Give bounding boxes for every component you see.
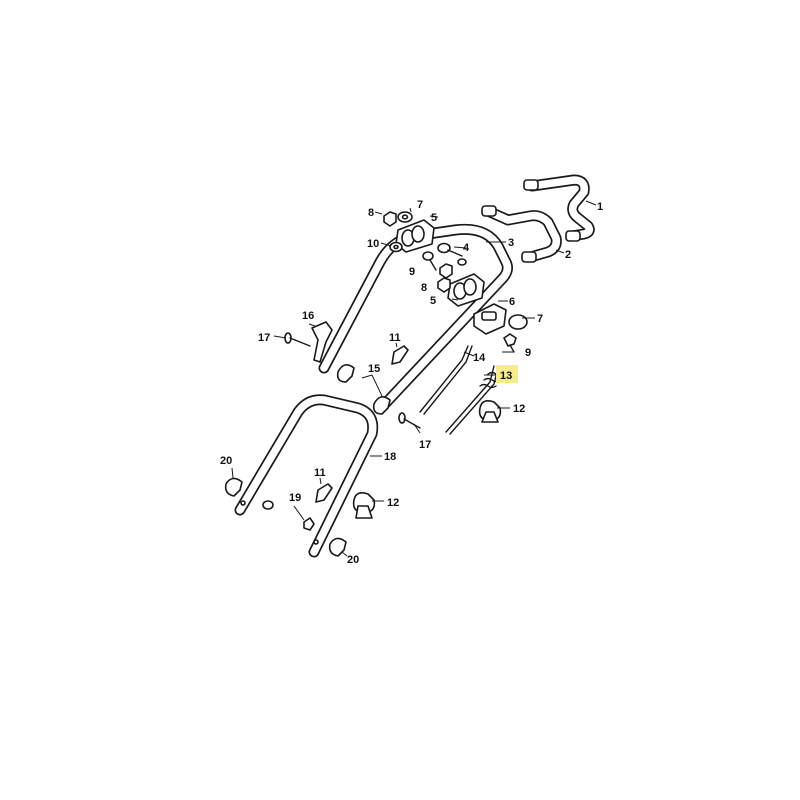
callout-12-upper: 12 [513, 403, 525, 415]
pivot-bracket-upper-part-5 [395, 219, 435, 253]
callout-18: 18 [384, 451, 396, 463]
knob-part-7-right [508, 314, 528, 330]
callout-4: 4 [463, 242, 470, 254]
clip-part-11-lower [315, 483, 333, 503]
callout-13: 13 [500, 370, 512, 382]
bolt-part-19 [262, 500, 315, 531]
callout-19: 19 [289, 492, 301, 504]
callout-9-right: 9 [525, 347, 531, 359]
cable-clip-part-16 [311, 321, 333, 363]
clip-part-11-upper [391, 345, 409, 365]
washer-part-7-upper [397, 211, 413, 223]
callout-5-lower: 5 [430, 295, 436, 307]
pivot-bracket-lower-part-5 [447, 273, 485, 307]
callout-3: 3 [508, 237, 514, 249]
lower-handle-part-18 [234, 394, 379, 558]
callout-labels: 1 2 3 4 5 5 6 7 7 8 8 9 9 10 11 11 12 12… [220, 199, 603, 566]
callout-20-left: 20 [220, 455, 232, 467]
callout-1: 1 [597, 201, 603, 213]
callout-7-right: 7 [537, 313, 543, 325]
cam-lever-part-20-right [328, 537, 347, 557]
leader-lines [231, 200, 597, 557]
bolt-part-9-middle [422, 251, 437, 271]
callout-11-lower: 11 [314, 467, 326, 479]
callout-8-lower: 8 [421, 282, 427, 294]
bolt-part-4 [437, 242, 467, 266]
cable-guide-part-6 [473, 303, 507, 335]
screw-part-9-right [503, 333, 517, 353]
callout-17-left: 17 [258, 332, 270, 344]
cam-lever-part-15-lower [372, 396, 391, 415]
drive-bar-part-2 [481, 205, 562, 263]
callout-17-right: 17 [419, 439, 431, 451]
callout-14: 14 [473, 352, 486, 364]
nut-part-8-upper [383, 211, 397, 227]
bail-bar-part-1 [523, 174, 595, 242]
cable-part-14 [419, 345, 473, 415]
nut-part-8-lower [437, 277, 451, 293]
callout-11-upper: 11 [389, 332, 401, 344]
screw-part-17-left [284, 332, 311, 347]
callout-15: 15 [368, 363, 380, 375]
callout-5-upper: 5 [431, 212, 437, 224]
knob-part-12-lower [352, 492, 376, 519]
callout-2: 2 [565, 249, 571, 261]
cam-lever-part-15-upper [336, 364, 355, 383]
callout-12-lower: 12 [387, 497, 399, 509]
callout-13-highlight [496, 365, 518, 383]
callout-16: 16 [302, 310, 314, 322]
callout-7-upper: 7 [417, 199, 423, 211]
screw-part-17-right [398, 412, 421, 429]
callout-8-upper: 8 [368, 207, 374, 219]
callout-10: 10 [367, 238, 379, 250]
washer-part-10 [389, 241, 403, 253]
cam-lever-part-20-left [224, 477, 243, 497]
callout-9-middle: 9 [409, 266, 415, 278]
callout-6: 6 [509, 296, 515, 308]
nut-small-center [439, 263, 453, 279]
knob-part-12-upper [478, 400, 502, 423]
callout-20-right: 20 [347, 554, 359, 566]
